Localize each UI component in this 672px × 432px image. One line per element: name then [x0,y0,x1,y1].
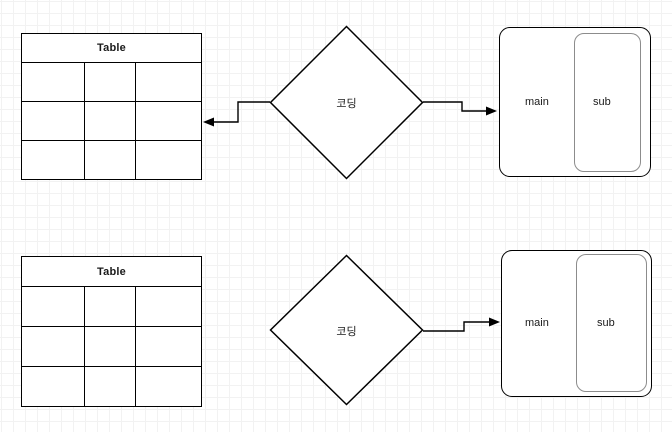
table-cell [136,327,201,366]
decision-diamond-top[interactable]: 코딩 [269,25,424,180]
table-cell [136,287,201,326]
module-outer-top[interactable]: main sub [499,27,651,177]
arrowhead-right-icon [486,106,497,116]
arrowhead-right-icon [489,317,500,327]
connector-decision-to-module-top [423,101,497,116]
table-cell [85,141,136,179]
table-cell [85,287,136,326]
diamond-shape-icon [269,25,424,180]
table-cell [22,327,85,366]
table-cell [22,63,85,101]
table-cell [85,102,136,140]
table-cell [22,367,85,406]
module-outer-bottom[interactable]: main sub [501,250,652,397]
table-row [22,63,201,102]
table-row [22,287,201,327]
table-cell [22,287,85,326]
table-cell [136,141,201,179]
connector-decision-to-table-top [203,101,270,127]
module-sub-label-top: sub [593,96,611,108]
module-main-label-bottom: main [525,317,549,329]
module-inner-top[interactable]: sub [574,33,641,172]
table-row [22,327,201,367]
table-row [22,102,201,141]
table-entity-top[interactable]: Table [21,33,202,180]
table-row [22,367,201,406]
table-cell [136,102,201,140]
table-cell [136,367,201,406]
table-title-bottom: Table [22,257,201,287]
table-cell [85,367,136,406]
table-cell [85,327,136,366]
table-cell [85,63,136,101]
table-entity-bottom[interactable]: Table [21,256,202,407]
diamond-shape-icon [269,254,424,406]
decision-label-top: 코딩 [336,97,357,110]
table-title-top: Table [22,34,201,63]
decision-label-bottom: 코딩 [336,325,357,338]
module-inner-bottom[interactable]: sub [576,254,647,392]
decision-diamond-bottom[interactable]: 코딩 [269,254,424,406]
table-cell [136,63,201,101]
module-sub-label-bottom: sub [597,317,615,329]
table-row [22,141,201,179]
connector-decision-to-module-bottom [423,317,500,332]
module-main-label-top: main [525,96,549,108]
arrowhead-left-icon [203,117,214,127]
table-body-bottom [22,287,201,406]
table-cell [22,102,85,140]
table-body-top [22,63,201,179]
table-cell [22,141,85,179]
